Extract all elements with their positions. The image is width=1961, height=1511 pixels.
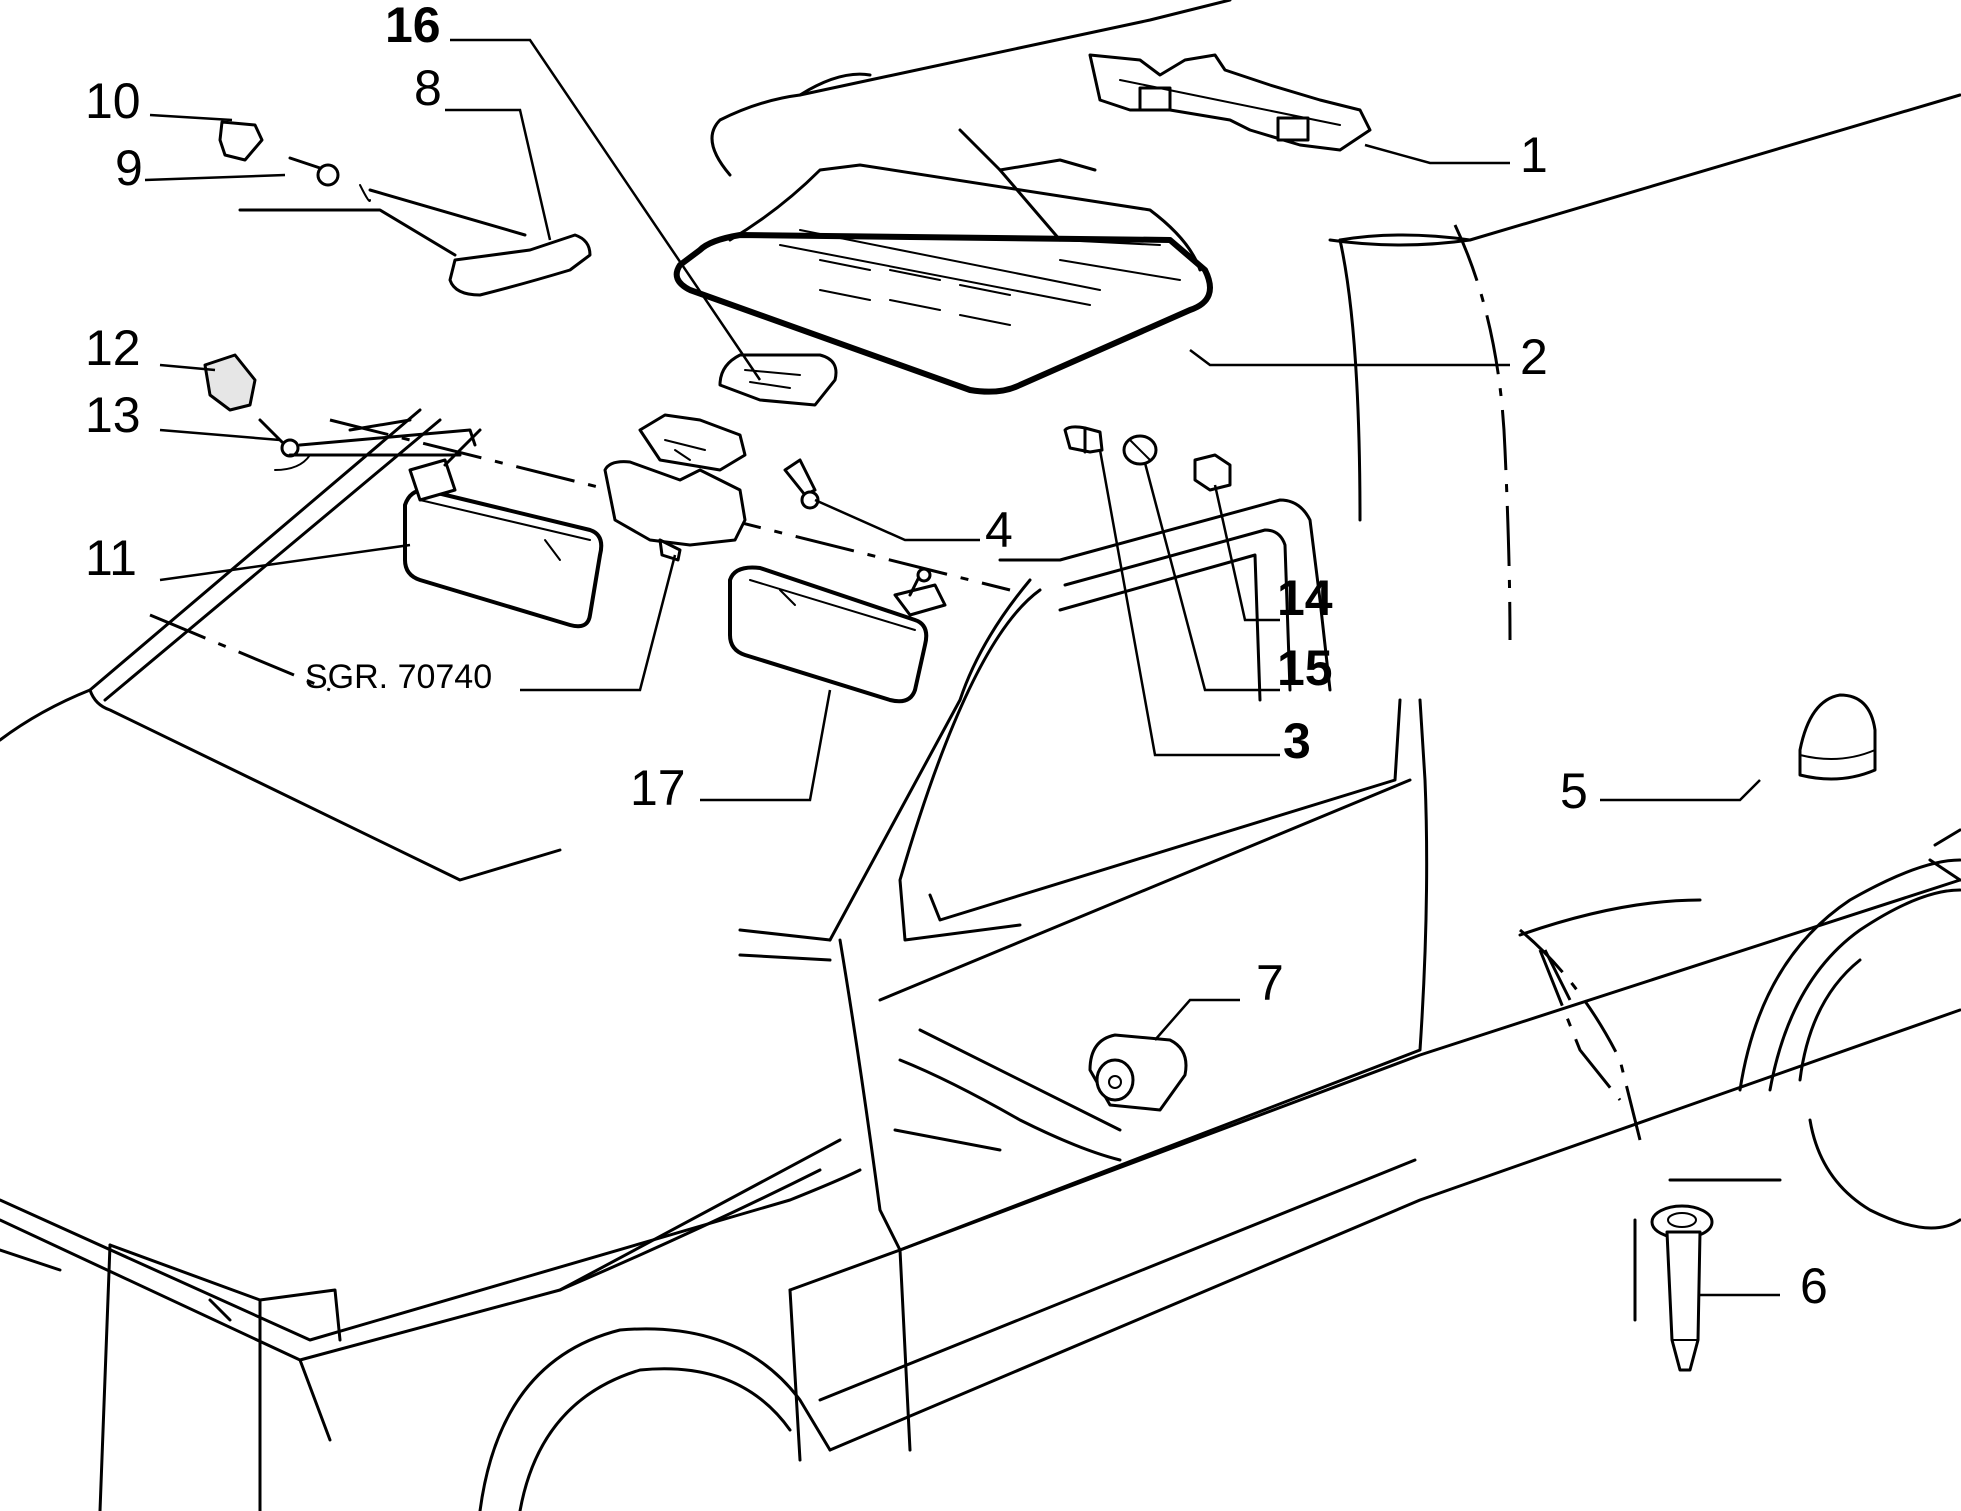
part-13-screw xyxy=(258,418,311,471)
part-2-roof-panel xyxy=(673,128,1213,395)
callout-4: 4 xyxy=(985,502,1013,558)
part-16-cover-plate xyxy=(718,353,838,407)
callout-6: 6 xyxy=(1800,1258,1828,1314)
rearview-mirror-assembly xyxy=(603,413,747,562)
part-6-drain-plug xyxy=(1633,1204,1714,1372)
part-1-roof-bracket xyxy=(1088,53,1372,152)
callout-10: 10 xyxy=(85,73,141,129)
callout-14: 14 xyxy=(1277,570,1333,626)
callout-13: 13 xyxy=(85,387,141,443)
callout-5: 5 xyxy=(1560,763,1588,819)
part-4-screw xyxy=(783,458,820,510)
part-12-visor-clip xyxy=(203,353,257,412)
part-3-bolt xyxy=(1063,425,1104,454)
callout-7: 7 xyxy=(1256,955,1284,1011)
callout-9: 9 xyxy=(115,140,143,196)
part-10-clip xyxy=(218,120,264,162)
callout-17: 17 xyxy=(630,760,686,816)
part-17-right-sun-visor xyxy=(728,565,947,704)
leader-lines xyxy=(144,38,1780,1297)
callout-labels: 1 2 3 4 5 6 7 8 9 10 11 12 13 14 15 16 1… xyxy=(85,0,1828,1314)
part-9-screw xyxy=(288,156,340,187)
callout-2: 2 xyxy=(1520,329,1548,385)
part-7-door-grommet xyxy=(1088,1033,1188,1112)
part-14-nut xyxy=(1193,453,1232,492)
callout-12: 12 xyxy=(85,320,141,376)
callout-16: 16 xyxy=(385,0,441,53)
callout-1: 1 xyxy=(1520,127,1548,183)
callout-3: 3 xyxy=(1283,713,1311,769)
callout-15: 15 xyxy=(1277,640,1333,696)
part-15-bushing xyxy=(1122,434,1158,466)
callout-8: 8 xyxy=(414,60,442,116)
part-8-grab-handle xyxy=(238,184,592,297)
part-11-left-sun-visor xyxy=(288,418,604,629)
part-5-dome-cap xyxy=(1798,693,1877,781)
callout-11: 11 xyxy=(85,530,137,586)
reference-code: SGR. 70740 xyxy=(305,658,492,696)
